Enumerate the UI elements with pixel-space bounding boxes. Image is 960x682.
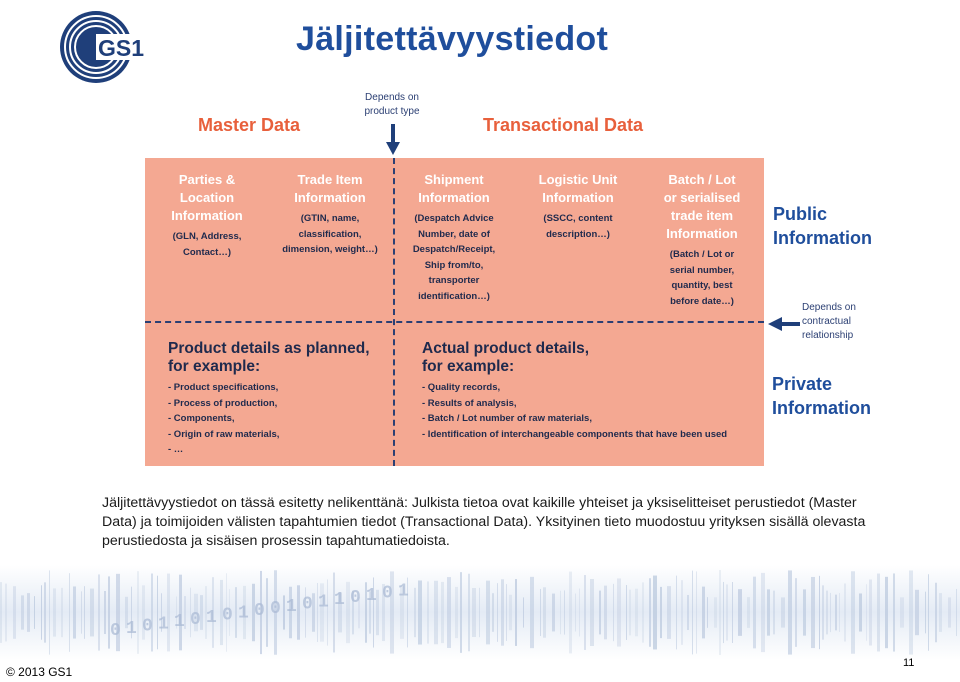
svg-text:0: 0 — [222, 606, 233, 626]
arrow-down-icon — [386, 124, 400, 156]
svg-text:0: 0 — [270, 599, 281, 619]
svg-text:1: 1 — [398, 581, 409, 601]
page-number: 11 — [903, 657, 915, 669]
master-transactional-divider — [393, 158, 395, 466]
svg-text:0: 0 — [190, 610, 201, 630]
list-item: - Origin of raw materials, — [168, 428, 280, 440]
page-title: Jäljitettävyystiedot — [296, 20, 609, 58]
example-list: - Quality records, - Results of analysis… — [422, 380, 727, 442]
svg-text:1: 1 — [286, 597, 297, 617]
list-item: - Product specifications, — [168, 382, 279, 393]
depends-on-product-type-note: Depends on product type — [364, 92, 420, 117]
quadrant-title: Product details as planned,for example: — [168, 340, 370, 375]
svg-text:1: 1 — [174, 612, 185, 632]
private-master-quadrant: Product details as planned,for example: … — [168, 340, 370, 458]
list-item: - Results of analysis, — [422, 397, 517, 409]
svg-text:0: 0 — [382, 584, 393, 604]
svg-text:0: 0 — [254, 601, 265, 621]
description-paragraph: Jäljitettävyystiedot on tässä esitetty n… — [102, 495, 866, 549]
svg-text:1: 1 — [206, 608, 217, 628]
list-item: - … — [168, 444, 184, 455]
column-description: (GLN, Address,Contact…) — [172, 231, 242, 258]
svg-text:0: 0 — [302, 595, 313, 615]
gs1-logo: GS1 — [58, 8, 150, 86]
logo-text: GS1 — [98, 35, 144, 61]
master-data-header: Master Data — [198, 115, 301, 135]
svg-text:0: 0 — [142, 617, 153, 637]
svg-text:1: 1 — [366, 586, 377, 606]
svg-text:1: 1 — [334, 590, 345, 610]
list-item: - Process of production, — [168, 397, 278, 409]
svg-text:1: 1 — [318, 592, 329, 612]
svg-text:0: 0 — [110, 621, 121, 641]
quadrant-title: Actual product details,for example: — [422, 340, 590, 375]
column-description: (GTIN, name,classification,dimension, we… — [282, 213, 378, 255]
private-transactional-quadrant: Actual product details,for example: - Qu… — [422, 340, 727, 442]
public-private-divider — [145, 321, 764, 323]
svg-text:1: 1 — [126, 619, 137, 639]
transactional-data-header: Transactional Data — [483, 115, 644, 135]
list-item: - Identification of interchangeable comp… — [422, 428, 728, 440]
list-item: - Components, — [168, 413, 235, 424]
copyright-text: © 2013 GS1 — [6, 665, 73, 679]
arrow-left-icon — [768, 316, 800, 332]
example-list: - Product specifications, - Process of p… — [168, 380, 370, 458]
svg-text:0: 0 — [350, 588, 361, 608]
svg-text:1: 1 — [238, 603, 249, 623]
list-item: - Batch / Lot number of raw materials, — [422, 413, 592, 424]
svg-text:1: 1 — [158, 614, 169, 634]
quadrant-panel — [145, 158, 764, 466]
list-item: - Quality records, — [422, 382, 501, 393]
